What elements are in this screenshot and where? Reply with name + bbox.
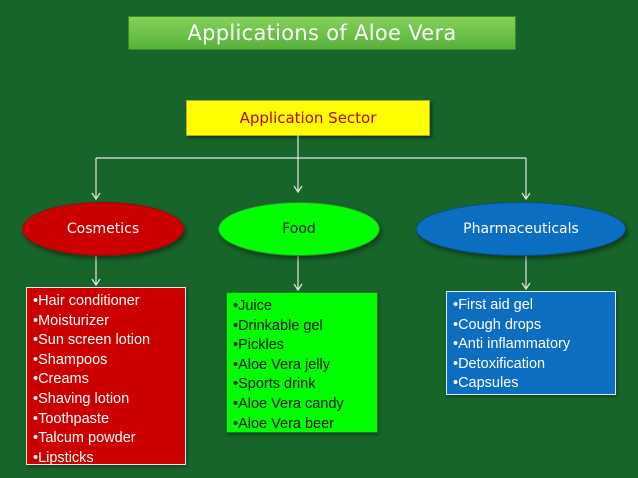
list-item: Aloe Vera beer <box>233 415 371 435</box>
list-item: Aloe Vera candy <box>233 395 371 415</box>
list-item: Lipsticks <box>33 449 179 469</box>
cosmetics-arrow-icon <box>91 192 101 201</box>
pharmaceuticals-list-arrow-icon <box>521 282 531 291</box>
list-item: Juice <box>233 297 371 317</box>
list-item: Anti inflammatory <box>453 335 609 355</box>
list-item: Toothpaste <box>33 410 179 430</box>
list-item: Detoxification <box>453 355 609 375</box>
pharmaceuticals-label: Pharmaceuticals <box>463 221 579 237</box>
food-list: Juice Drinkable gel Pickles Aloe Vera je… <box>226 292 378 433</box>
pharmaceuticals-node: Pharmaceuticals <box>416 202 626 256</box>
list-item: Talcum powder <box>33 429 179 449</box>
list-item: Shaving lotion <box>33 390 179 410</box>
list-item: Creams <box>33 370 179 390</box>
list-item: Moisturizer <box>33 312 179 332</box>
food-label: Food <box>282 221 316 237</box>
page-title: Applications of Aloe Vera <box>128 16 516 50</box>
list-item: Sun screen lotion <box>33 331 179 351</box>
application-sector-label: Application Sector <box>239 109 377 127</box>
cosmetics-label: Cosmetics <box>66 221 140 237</box>
list-item: First aid gel <box>453 296 609 316</box>
application-sector-node: Application Sector <box>186 100 430 136</box>
page-title-text: Applications of Aloe Vera <box>187 21 457 45</box>
list-item: Aloe Vera jelly <box>233 356 371 376</box>
list-item: Sports drink <box>233 375 371 395</box>
cosmetics-list: Hair conditioner Moisturizer Sun screen … <box>26 287 186 466</box>
pharmaceuticals-list: First aid gel Cough drops Anti inflammat… <box>446 291 616 395</box>
list-item: Hair conditioner <box>33 292 179 312</box>
list-item: Capsules <box>453 374 609 394</box>
food-arrow-icon <box>293 185 303 194</box>
pharmaceuticals-arrow-icon <box>521 192 531 201</box>
food-list-arrow-icon <box>293 283 303 292</box>
list-item: Shampoos <box>33 351 179 371</box>
food-node: Food <box>218 202 380 256</box>
list-item: Pickles <box>233 336 371 356</box>
cosmetics-node: Cosmetics <box>22 202 184 256</box>
list-item: Cough drops <box>453 316 609 336</box>
cosmetics-list-arrow-icon <box>91 278 101 287</box>
list-item: Drinkable gel <box>233 317 371 337</box>
